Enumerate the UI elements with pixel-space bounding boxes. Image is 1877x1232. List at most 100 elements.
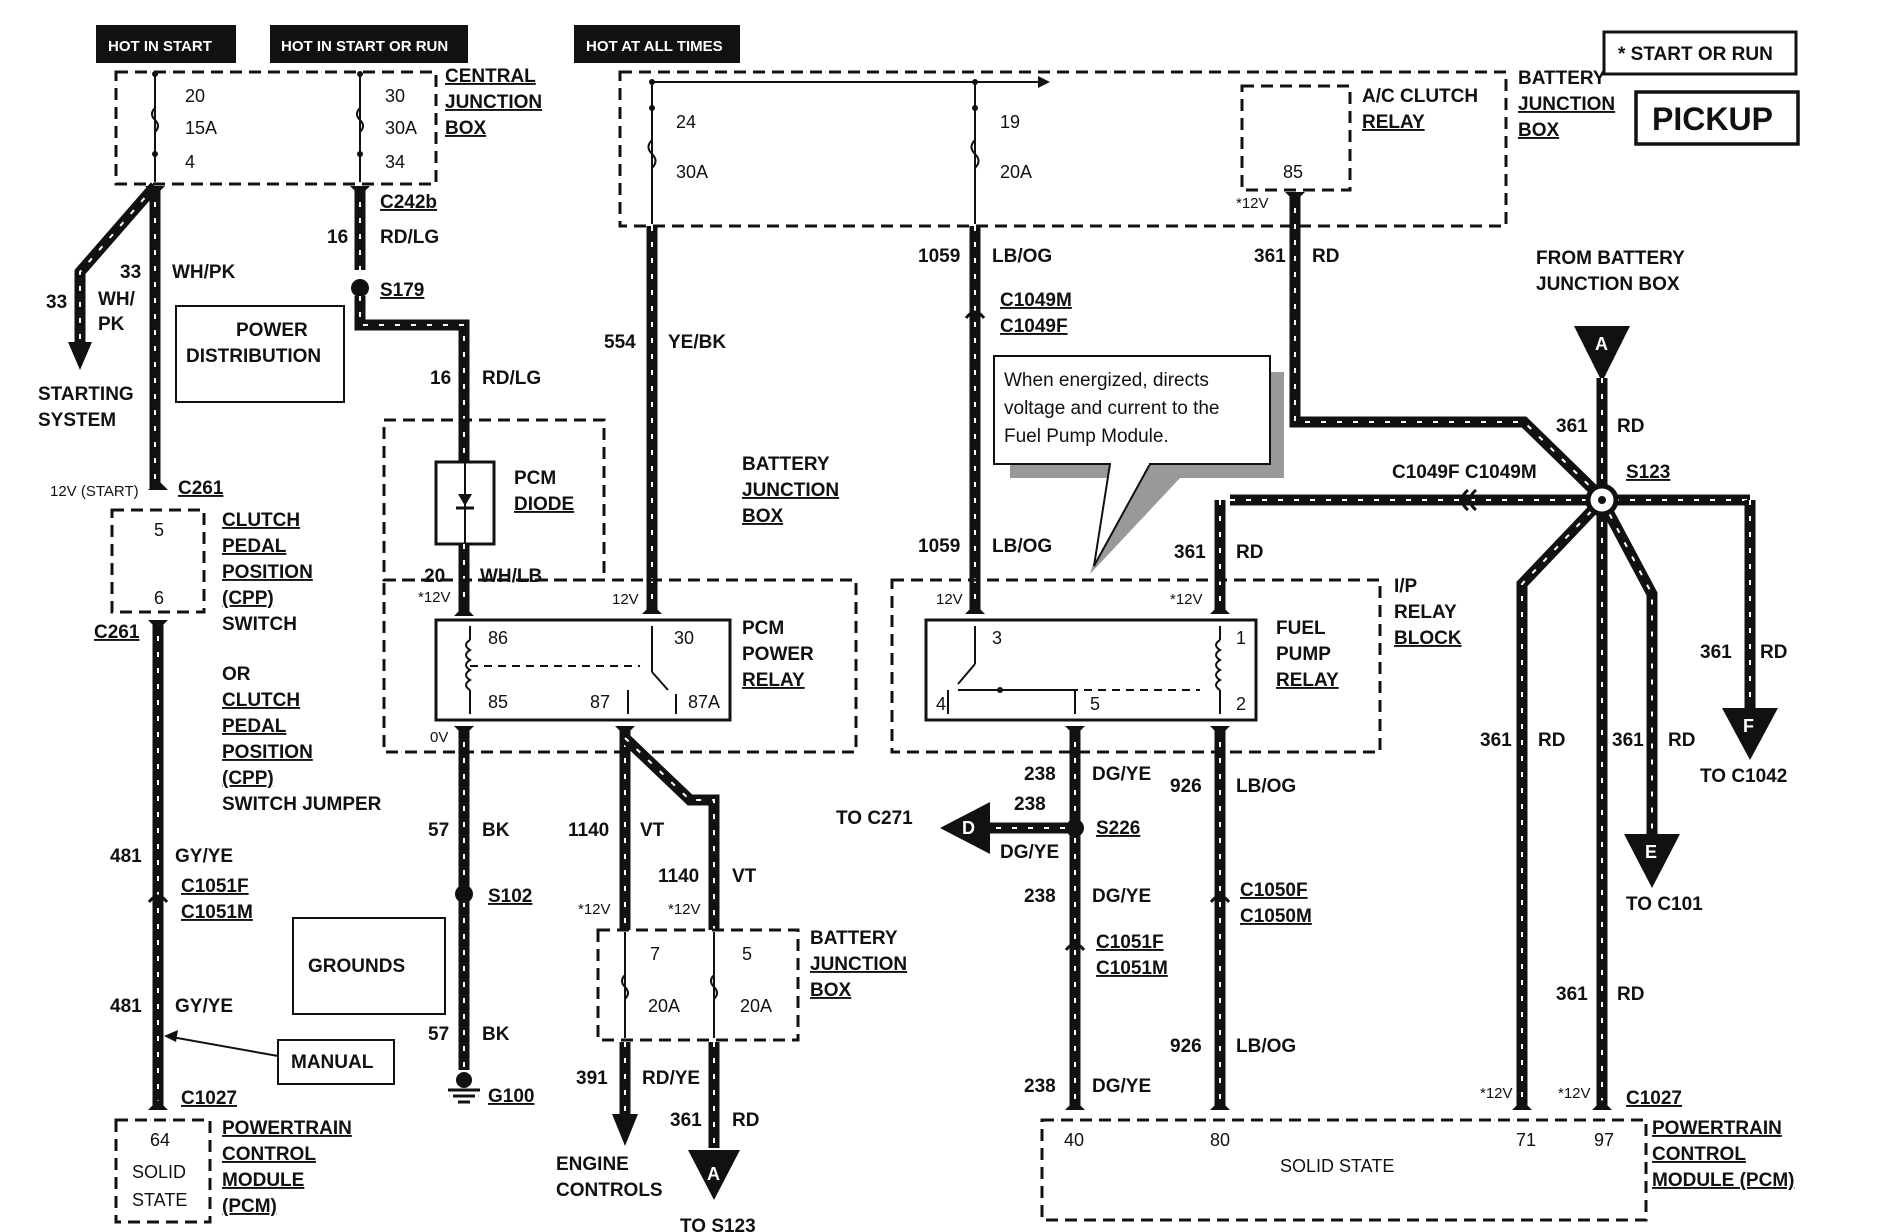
splice-s102 xyxy=(455,885,473,903)
label-fuel-pump-relay-pins-p1: 1 xyxy=(1236,628,1246,648)
wire-hatch xyxy=(1521,499,1603,1108)
label-wires-w554-circuit: 554 xyxy=(604,332,636,353)
label-legend-start-or-run: * START OR RUN xyxy=(1618,44,1773,65)
label-connectors-g100: G100 xyxy=(488,1086,534,1107)
label-pcm-left-label-lines-3: (PCM) xyxy=(222,1196,277,1217)
label-callout-lines-0: When energized, directs xyxy=(1004,370,1209,391)
label-ip-relay-block-lines-2: BLOCK xyxy=(1394,628,1462,649)
label-wires-w33-a-circuit: 33 xyxy=(120,262,141,283)
label-wires-w1140-a-circuit: 1140 xyxy=(568,820,609,841)
label-wires-w1059-b-color: LB/OG xyxy=(992,536,1052,557)
label-pcm-left-solid-lines-0: SOLID xyxy=(132,1162,186,1182)
pcm-left: 64 SOLID STATE POWERTRAIN CONTROL MODULE… xyxy=(114,1118,352,1224)
label-battery-junction-box-bottom-fuse-b-rating: 20A xyxy=(740,996,772,1016)
label-volts-v1140-a: *12V xyxy=(578,901,611,918)
label-from-battery-lines-0: FROM BATTERY xyxy=(1536,248,1685,269)
label-from-battery-lines-1: JUNCTION BOX xyxy=(1536,274,1680,295)
label-pcm-power-relay-pins-p87a: 87A xyxy=(688,692,720,712)
label-pcm-left-label-lines-0: POWERTRAIN xyxy=(222,1118,352,1139)
label-wires-w361-top-color: RD xyxy=(1312,246,1339,267)
label-clutch-switch-switch: SWITCH xyxy=(222,614,297,635)
label-destinations-to-s123: TO S123 xyxy=(680,1216,756,1232)
label-battery-junction-box-top-label-lines-0: BATTERY xyxy=(1518,68,1606,89)
label-pcm-power-relay-pins-p30: 30 xyxy=(674,628,694,648)
label-wires-w238-b-circuit: 238 xyxy=(1024,886,1056,907)
label-clutch-switch-label-lines-3: (CPP) xyxy=(222,588,274,609)
label-destinations-marker-d: D xyxy=(962,818,975,838)
label-headers-hot-in-start-or-run: HOT IN START OR RUN xyxy=(281,38,448,55)
label-volts-v1140-b: *12V xyxy=(668,901,701,918)
label-wires-w33-a-color: WH/PK xyxy=(172,262,236,283)
label-wires-w391-color: RD/YE xyxy=(642,1068,700,1089)
label-central-junction-box-fuse-a-rating: 15A xyxy=(185,118,217,138)
label-battery-junction-box-top-ac-relay-lines-1: RELAY xyxy=(1362,112,1425,133)
label-clutch-switch-alt-lines-2: POSITION xyxy=(222,742,313,763)
wire xyxy=(1597,497,1658,836)
battery-junction-box-top: 24 30A 19 20A 85 A/C CLUTCH RELAY *12V B… xyxy=(618,68,1615,228)
label-starting-system-lines-1: SYSTEM xyxy=(38,410,116,431)
label-clutch-switch-alt-lines-0: CLUTCH xyxy=(222,690,300,711)
label-central-junction-box-label-lines-0: CENTRAL xyxy=(445,66,536,87)
label-battery-junction-box-top-ac-relay-lines-0: A/C CLUTCH xyxy=(1362,86,1478,107)
label-wires-w238-b-color: DG/YE xyxy=(1092,886,1151,907)
label-wires-w361-relay-color: RD xyxy=(1236,542,1263,563)
label-battery-junction-box-bottom-fuse-a-pin: 7 xyxy=(650,944,660,964)
label-pcm-right-pins-p80: 80 xyxy=(1210,1130,1230,1150)
label-fuel-pump-relay-pins-p5: 5 xyxy=(1090,694,1100,714)
label-wires-w16-a-color: RD/LG xyxy=(380,227,439,248)
label-connectors-s123: S123 xyxy=(1626,462,1670,483)
label-pcm-right-label-lines-2: MODULE (PCM) xyxy=(1652,1170,1794,1191)
power-distribution-box: POWER DISTRIBUTION xyxy=(175,305,345,403)
label-connectors-c1050f: C1050F xyxy=(1240,880,1308,901)
label-ip-relay-block-lines-1: RELAY xyxy=(1394,602,1457,623)
cpp-switch: 5 6 CLUTCH PEDAL POSITION (CPP) SWITCH O… xyxy=(110,508,382,815)
label-connectors-c261-bottom: C261 xyxy=(94,622,140,643)
label-connectors-c1049f-c1049m: C1049F C1049M xyxy=(1392,462,1537,483)
label-wires-w361-f-color: RD xyxy=(1760,642,1787,663)
header-hot-in-start-or-run: HOT IN START OR RUN xyxy=(270,25,468,63)
central-junction-box: 20 15A 4 30 30A 34 CENTRAL JUNCTION BOX xyxy=(114,66,542,186)
wire-hatch xyxy=(359,296,465,462)
label-fuel-pump-relay-pins-p4: 4 xyxy=(936,694,946,714)
ip-relay-block-box xyxy=(890,578,1382,754)
header-hot-in-start: HOT IN START xyxy=(96,25,236,63)
label-pcm-power-relay-lines-2: RELAY xyxy=(742,670,805,691)
label-destinations-marker-a: A xyxy=(707,1164,720,1184)
splice-s226 xyxy=(1066,819,1084,837)
label-wires-w361-left-circuit: 361 xyxy=(1480,730,1512,751)
label-wires-w238-a-circuit: 238 xyxy=(1024,764,1056,785)
label-pcm-right-label-lines-0: POWERTRAIN xyxy=(1652,1118,1782,1139)
label-wires-w926-a-color: LB/OG xyxy=(1236,776,1296,797)
label-destinations-engine-controls-lines-1: CONTROLS xyxy=(556,1180,663,1201)
battery-junction-box-mid-label: BATTERY JUNCTION BOX xyxy=(742,454,839,527)
label-battery-junction-box-bottom-label-lines-1: JUNCTION xyxy=(810,954,907,975)
label-wires-w20-color: WH/LB xyxy=(480,566,542,587)
label-central-junction-box-fuse-a-in-pin: 20 xyxy=(185,86,205,106)
label-connectors-c1051f-left: C1051F xyxy=(181,876,249,897)
label-wires-w57-b-color: BK xyxy=(482,1024,510,1045)
label-connectors-c1027-left: C1027 xyxy=(181,1088,237,1109)
label-wires-w238-d-color: DG/YE xyxy=(1000,842,1059,863)
label-fuel-pump-relay-lines-0: FUEL xyxy=(1276,618,1326,639)
label-pcm-diode-lines-0: PCM xyxy=(514,468,556,489)
label-wires-w238-d-circuit: 238 xyxy=(1014,794,1046,815)
label-wires-w16-b-circuit: 16 xyxy=(430,368,451,389)
label-pcm-right-volt-71: *12V xyxy=(1480,1085,1513,1102)
label-pcm-power-relay-pins-p87: 87 xyxy=(590,692,610,712)
wire xyxy=(1516,496,1606,1108)
label-clutch-switch-alt-lines-3: (CPP) xyxy=(222,768,274,789)
marker-a-bottom: A xyxy=(688,1150,740,1200)
pcm-diode: PCM DIODE xyxy=(434,460,574,546)
label-wires-w1059-a-circuit: 1059 xyxy=(918,246,960,267)
label-wires-w1140-b-circuit: 1140 xyxy=(658,866,699,887)
label-battery-junction-box-top-ac-pin: 85 xyxy=(1283,162,1303,182)
label-battery-junction-box-bottom-fuse-b-pin: 5 xyxy=(742,944,752,964)
label-wires-w361-e-color: RD xyxy=(1668,730,1695,751)
label-wires-w16-b-color: RD/LG xyxy=(482,368,541,389)
label-starting-system-lines-0: STARTING xyxy=(38,384,134,405)
label-battery-junction-box-bottom-fuse-a-rating: 20A xyxy=(648,996,680,1016)
label-wires-w361-left-color: RD xyxy=(1538,730,1565,751)
label-battery-junction-box-top-fuse-b-pin: 19 xyxy=(1000,112,1020,132)
label-destinations-to-c1042: TO C1042 xyxy=(1700,766,1787,787)
wire-hatch xyxy=(1294,192,1605,501)
